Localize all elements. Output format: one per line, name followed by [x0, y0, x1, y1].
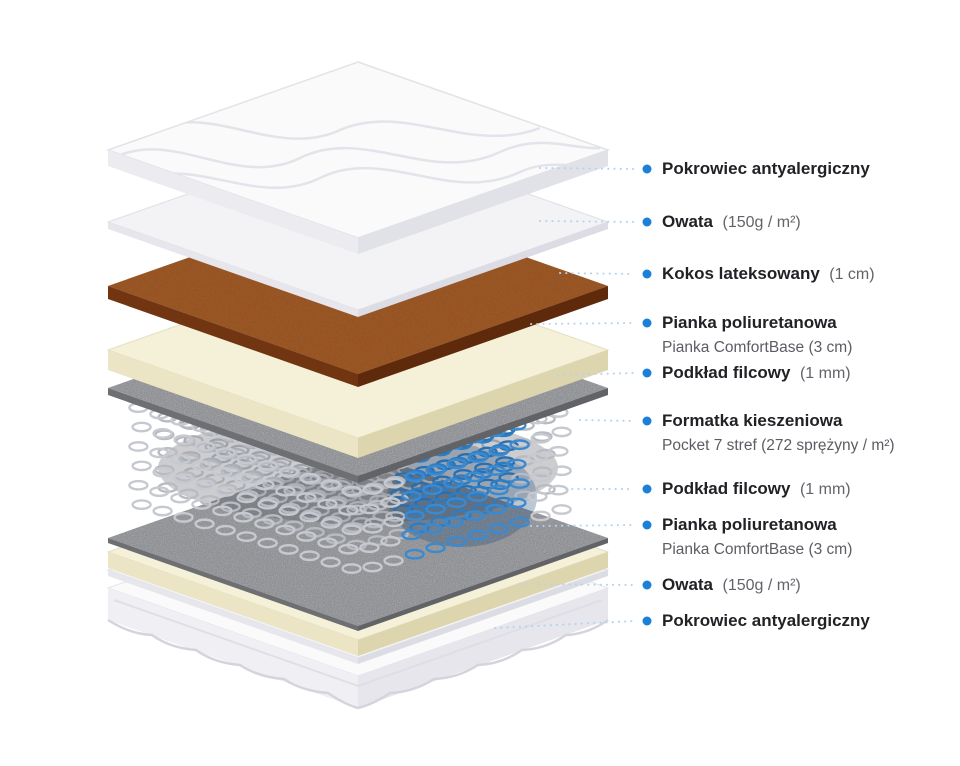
- label-sub: Pocket 7 stref (272 sprężyny / m²): [662, 437, 895, 454]
- label-dot: [642, 520, 652, 530]
- kokos-side-right: [358, 286, 608, 387]
- label-main: Podkład filcowy: [662, 363, 791, 382]
- felt-bottom-side-left: [108, 538, 358, 631]
- label-detail: (1 mm): [799, 365, 851, 382]
- label-cover-top: Pokrowiec antyalergiczny: [662, 157, 870, 181]
- label-dot: [642, 616, 652, 626]
- foam-top-side-right: [358, 350, 608, 458]
- label-detail: (1 cm): [829, 266, 875, 283]
- label-foam-top: Pianka poliuretanowa Pianka ComfortBase …: [662, 311, 852, 359]
- label-sub: Pianka ComfortBase (3 cm): [662, 339, 853, 356]
- kokos-side-left: [108, 286, 358, 387]
- leader-line: [519, 583, 635, 586]
- foam-bottom-side-left: [108, 552, 358, 656]
- label-main: Owata: [662, 575, 714, 594]
- pocket-spring-blue: [506, 419, 530, 528]
- label-main: Kokos lateksowany: [662, 264, 820, 283]
- label-dot: [642, 416, 652, 426]
- felt-bottom-side-right: [358, 538, 608, 631]
- label-cover-bottom: Pokrowiec antyalergiczny: [662, 609, 870, 633]
- pocket-spring: [149, 408, 173, 517]
- label-sub: Pianka ComfortBase (3 cm): [662, 541, 853, 558]
- cover-bottom-ruffle-right: [357, 618, 609, 710]
- label-detail: (1 mm): [799, 481, 851, 498]
- label-dot: [642, 318, 652, 328]
- cover-top-side-right: [358, 150, 608, 254]
- cover-top-side-left: [108, 150, 358, 254]
- pocket-spring: [128, 402, 152, 511]
- label-detail: (150g / m²): [722, 214, 801, 231]
- cover-bottom-seam: [113, 599, 603, 688]
- label-detail: (150g / m²): [722, 577, 801, 594]
- label-main: Formatka kieszeniowa: [662, 411, 843, 430]
- cover-bottom-skirt-left: [108, 588, 358, 708]
- leader-lines: [494, 164, 652, 629]
- label-owata-bottom: Owata (150g / m²): [662, 573, 801, 597]
- label-foam-bottom: Pianka poliuretanowa Pianka ComfortBase …: [662, 513, 852, 561]
- label-dot: [642, 368, 652, 378]
- label-main: Pianka poliuretanowa: [662, 313, 837, 332]
- cover-bottom-ruffle-left: [107, 618, 359, 710]
- leader-line: [530, 524, 635, 527]
- label-owata-top: Owata (150g / m²): [662, 210, 801, 234]
- label-dot: [642, 484, 652, 494]
- leader-line: [559, 272, 635, 275]
- owata-bottom-side-left: [108, 570, 358, 664]
- cover-bottom-skirt-right: [358, 588, 608, 708]
- label-dot: [642, 217, 652, 227]
- pocket-spring-blue: [422, 445, 446, 554]
- foam-top-side-left: [108, 350, 358, 458]
- label-main: Owata: [662, 212, 714, 231]
- cover-top-quilt-waves: [109, 120, 601, 189]
- label-felt-bottom: Podkład filcowy (1 mm): [662, 477, 851, 501]
- leader-line: [579, 419, 635, 422]
- owata-bottom-side-right: [358, 570, 608, 664]
- label-springs: Formatka kieszeniowa Pocket 7 stref (272…: [662, 409, 895, 457]
- pocket-spring: [212, 427, 236, 536]
- owata-top-side-right: [358, 222, 608, 317]
- label-main: Pokrowiec antyalergiczny: [662, 159, 870, 178]
- leader-line: [557, 372, 635, 376]
- felt-top-side-right: [358, 388, 608, 483]
- label-dot: [642, 269, 652, 279]
- layer-cover-top: [105, 61, 611, 254]
- foam-bottom-side-right: [358, 552, 608, 656]
- label-main: Podkład filcowy: [662, 479, 791, 498]
- label-main: Pianka poliuretanowa: [662, 515, 837, 534]
- label-felt-top: Podkład filcowy (1 mm): [662, 361, 851, 385]
- leader-line: [530, 322, 635, 325]
- label-dot: [642, 580, 652, 590]
- pocket-spring-blue: [485, 426, 509, 535]
- felt-top-side-left: [108, 388, 358, 483]
- label-dot: [642, 164, 652, 174]
- label-main: Pokrowiec antyalergiczny: [662, 611, 870, 630]
- label-kokos: Kokos lateksowany (1 cm): [662, 262, 875, 286]
- owata-top-side-left: [108, 222, 358, 317]
